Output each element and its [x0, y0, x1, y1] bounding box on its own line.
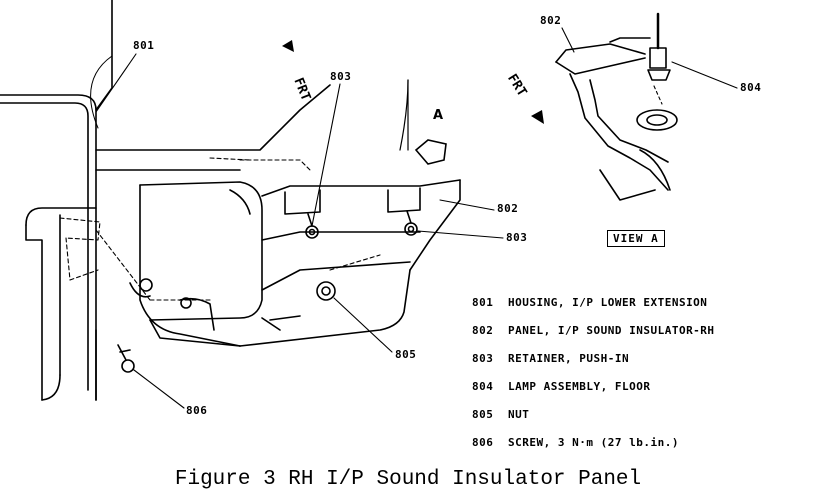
legend-row: 802 PANEL, I/P SOUND INSULATOR-RH — [472, 324, 812, 352]
legend-number: 801 — [472, 296, 494, 309]
view-a-detail — [555, 12, 678, 201]
legend-row: 801 HOUSING, I/P LOWER EXTENSION — [472, 296, 812, 324]
front-arrows — [282, 40, 544, 165]
screw — [117, 278, 192, 373]
legend-number: 804 — [472, 380, 494, 393]
legend-description: NUT — [508, 408, 530, 421]
view-a-label: VIEW A — [607, 230, 665, 247]
legend-number: 803 — [472, 352, 494, 365]
legend-row: 803 RETAINER, PUSH-IN — [472, 352, 812, 380]
retainer-push-in — [305, 210, 418, 239]
leader-lines — [95, 27, 738, 409]
legend-description: PANEL, I/P SOUND INSULATOR-RH — [508, 324, 715, 337]
legend-description: SCREW, 3 N·m (27 lb.in.) — [508, 436, 679, 449]
legend-number: 805 — [472, 408, 494, 421]
frt-arrow-left — [282, 40, 294, 52]
legend-description: RETAINER, PUSH-IN — [508, 352, 630, 365]
legend-row: 804 LAMP ASSEMBLY, FLOOR — [472, 380, 812, 408]
legend-row: 805 NUT — [472, 408, 812, 436]
legend-row: 806 SCREW, 3 N·m (27 lb.in.) — [472, 436, 812, 464]
housing-lower-extension — [0, 0, 409, 401]
callout-801: 801 — [133, 39, 155, 52]
legend-number: 802 — [472, 324, 494, 337]
hidden-lines — [59, 157, 381, 301]
callout-803-top: 803 — [330, 70, 352, 83]
legend-number: 806 — [472, 436, 494, 449]
frt-arrow-view — [531, 110, 544, 124]
parts-legend: 801 HOUSING, I/P LOWER EXTENSION 802 PANEL… — [472, 296, 812, 464]
callout-803-right: 803 — [506, 231, 528, 244]
view-a-arrow — [414, 139, 447, 165]
legend-description: HOUSING, I/P LOWER EXTENSION — [508, 296, 708, 309]
figure-caption: Figure 3 RH I/P Sound Insulator Panel — [174, 468, 642, 491]
callout-806: 806 — [186, 404, 208, 417]
nut — [316, 281, 336, 301]
view-a-arrow-label: A — [433, 108, 444, 123]
legend-description: LAMP ASSEMBLY, FLOOR — [508, 380, 651, 393]
callout-802-view: 802 — [540, 14, 562, 27]
callout-802-left: 802 — [497, 202, 519, 215]
callout-805: 805 — [395, 348, 417, 361]
callout-804: 804 — [740, 81, 762, 94]
sound-insulator-panel — [129, 179, 461, 347]
